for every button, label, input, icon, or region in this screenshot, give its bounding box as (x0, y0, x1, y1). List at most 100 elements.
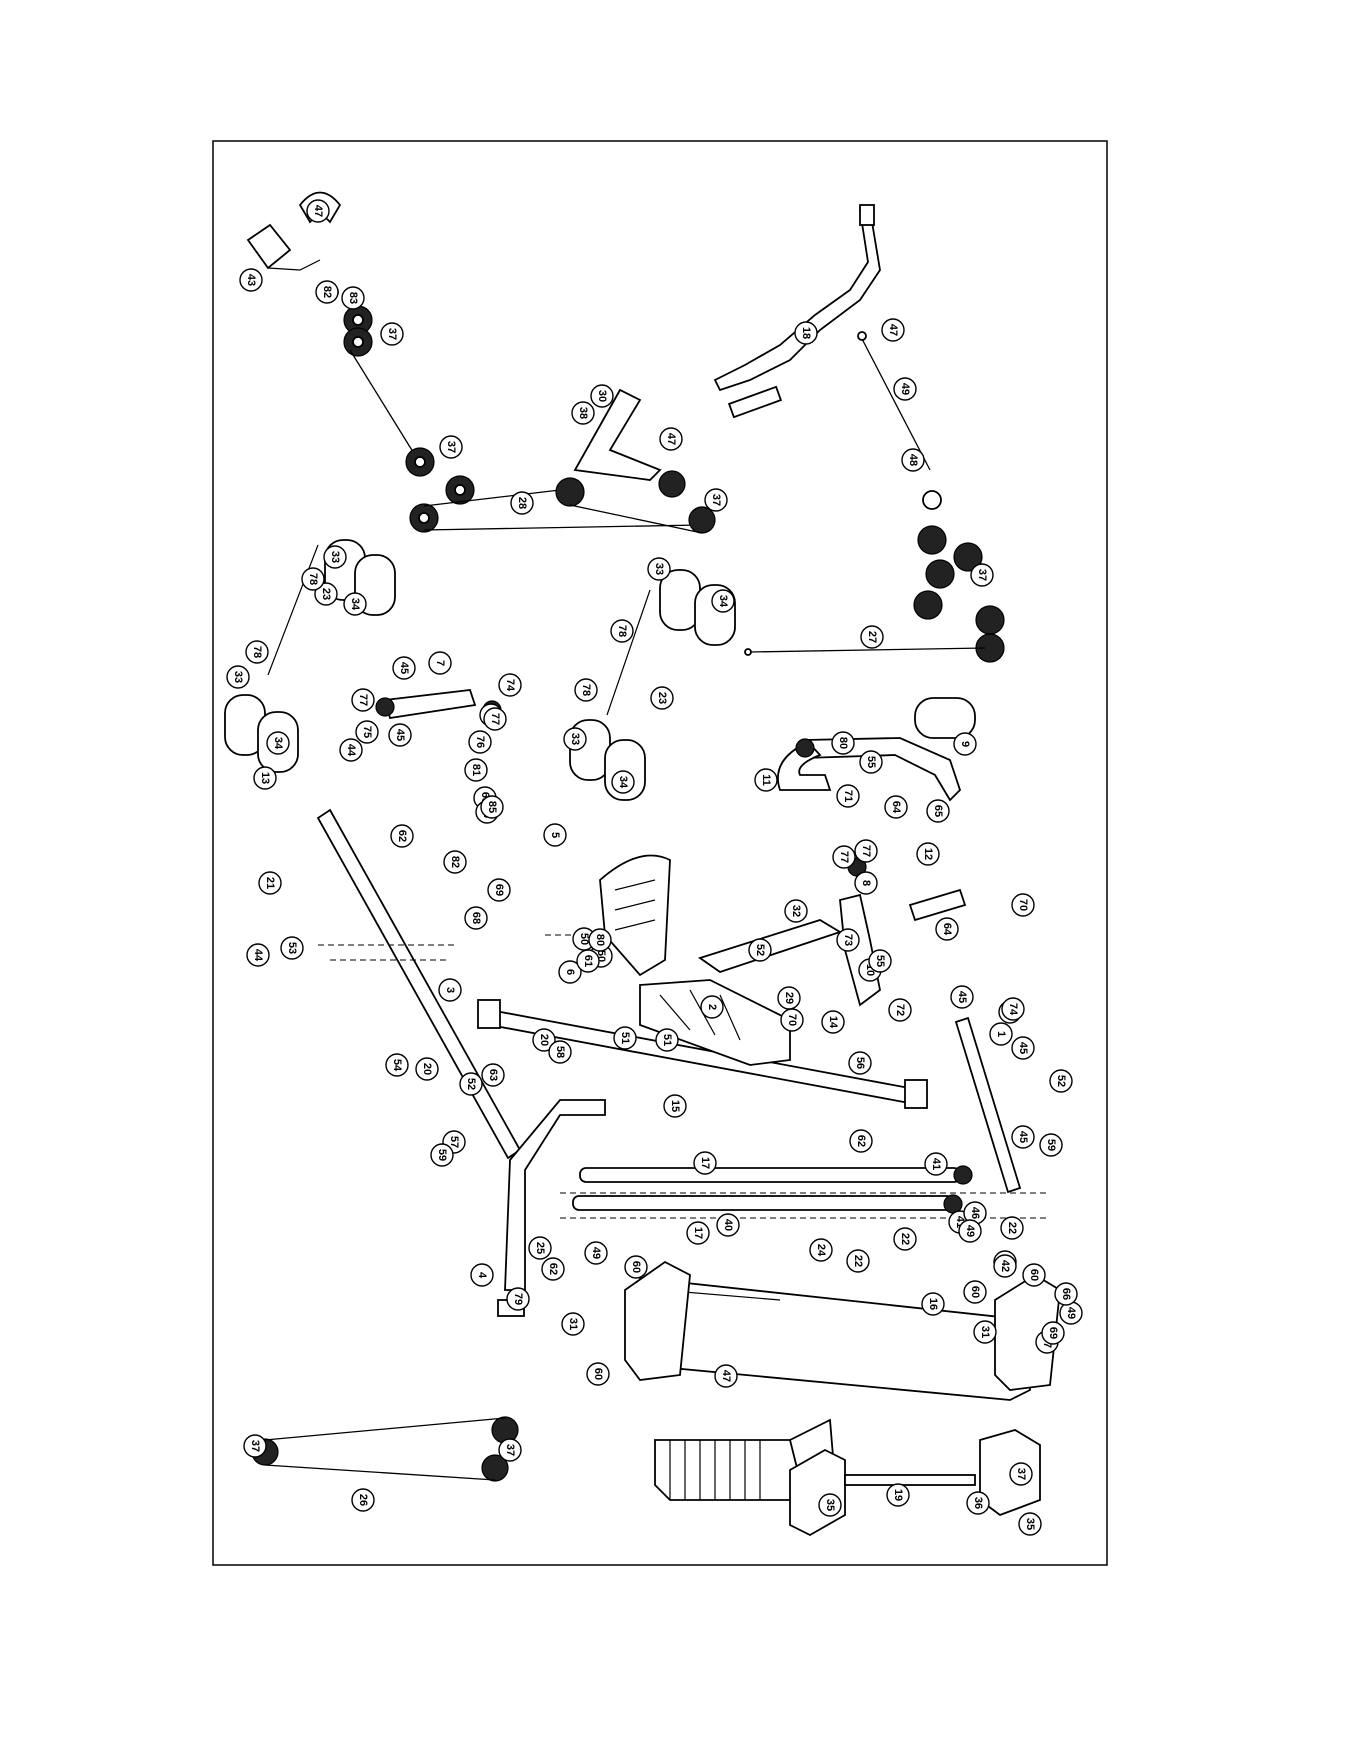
callout-number: 2 (706, 1004, 718, 1010)
callout-number: 51 (661, 1034, 673, 1046)
callout-49: 49 (958, 1219, 982, 1243)
callout-81: 81 (464, 758, 488, 782)
callout-circle (832, 845, 856, 869)
callout-circle (226, 665, 250, 689)
callout-number: 30 (596, 390, 608, 402)
callout-number: 37 (249, 1440, 261, 1452)
callout-58: 58 (548, 1040, 572, 1064)
callout-circle (253, 766, 277, 790)
callout-40: 40 (716, 1213, 740, 1237)
callout-circle (351, 688, 375, 712)
callout-number: 51 (619, 1032, 631, 1044)
callout-circle (392, 656, 416, 680)
callout-37: 37 (380, 322, 404, 346)
callout-number: 62 (547, 1263, 559, 1275)
callout-circle (586, 1362, 610, 1386)
callout-number: 65 (932, 805, 944, 817)
callout-number: 21 (264, 877, 276, 889)
callout-47: 47 (881, 318, 905, 342)
callout-49: 49 (893, 377, 917, 401)
callout-22: 22 (1000, 1216, 1024, 1240)
callout-59: 59 (1039, 1133, 1063, 1157)
callout-number: 12 (922, 848, 934, 860)
callout-number: 73 (842, 934, 854, 946)
callout-circle (548, 1040, 572, 1064)
callout-68: 68 (464, 906, 488, 930)
callout-14: 14 (821, 1010, 845, 1034)
callout-number: 64 (941, 923, 953, 936)
callout-78: 78 (301, 567, 325, 591)
callout-78: 78 (245, 640, 269, 664)
callout-number: 15 (669, 1100, 681, 1112)
callout-number: 58 (554, 1046, 566, 1058)
callout-circle (468, 730, 492, 754)
callout-circle (1018, 1512, 1042, 1536)
callout-circle (794, 321, 818, 345)
callout-circle (588, 928, 612, 952)
callout-number: 78 (307, 573, 319, 585)
callout-60: 60 (963, 1280, 987, 1304)
callout-circle (314, 582, 338, 606)
callout-4: 4 (470, 1263, 494, 1287)
callout-45: 45 (392, 656, 416, 680)
callout-circle (921, 1292, 945, 1316)
callout-number: 36 (972, 1497, 984, 1509)
callout-17: 17 (686, 1221, 710, 1245)
callout-circle (459, 1072, 483, 1096)
callout-19: 19 (886, 1483, 910, 1507)
callout-number: 17 (699, 1157, 711, 1169)
cable-bracket-38 (555, 388, 716, 534)
callout-number: 19 (892, 1489, 904, 1501)
callout-circle (958, 1219, 982, 1243)
callout-number: 78 (580, 684, 592, 696)
callout-circle (258, 871, 282, 895)
callout-circle (415, 1057, 439, 1081)
callout-number: 45 (956, 991, 968, 1003)
callout-number: 37 (504, 1444, 516, 1456)
callout-number: 33 (653, 563, 665, 575)
callout-number: 13 (259, 772, 271, 784)
callout-circle (561, 1312, 585, 1336)
callout-74: 74 (1001, 997, 1025, 1021)
callout-circle (693, 1151, 717, 1175)
callout-circle (343, 592, 367, 616)
callout-number: 11 (760, 774, 772, 786)
callout-number: 44 (345, 744, 357, 757)
callout-45: 45 (950, 985, 974, 1009)
callout-23: 23 (650, 686, 674, 710)
callout-12: 12 (916, 842, 940, 866)
callout-number: 40 (722, 1219, 734, 1231)
callout-number: 66 (1060, 1288, 1072, 1300)
callout-circle (881, 318, 905, 342)
callout-number: 9 (959, 741, 971, 747)
callout-15: 15 (663, 1094, 687, 1118)
callout-80: 80 (831, 731, 855, 755)
callout-number: 34 (349, 598, 361, 611)
callout-circle (659, 427, 683, 451)
callout-circle (558, 960, 582, 984)
callout-circle (716, 1213, 740, 1237)
callout-60: 60 (624, 1255, 648, 1279)
callout-circle (280, 936, 304, 960)
callout-number: 76 (474, 736, 486, 748)
callout-circle (836, 784, 860, 808)
callout-circle (351, 1488, 375, 1512)
callout-60: 60 (1022, 1263, 1046, 1287)
callout-46: 46 (963, 1201, 987, 1225)
callout-number: 37 (386, 328, 398, 340)
callout-number: 80 (594, 934, 606, 946)
callout-circle (893, 1227, 917, 1251)
callout-number: 59 (436, 1149, 448, 1161)
callout-circle (831, 731, 855, 755)
callout-66: 66 (1054, 1282, 1078, 1306)
upright-1 (954, 1016, 1022, 1194)
callout-number: 34 (272, 737, 284, 750)
callout-circle (498, 673, 522, 697)
callout-number: 62 (855, 1135, 867, 1147)
callout-44: 44 (339, 738, 363, 762)
callout-62: 62 (849, 1129, 873, 1153)
callout-circle (1054, 1282, 1078, 1306)
callout-circle (388, 723, 412, 747)
callout-circle (576, 949, 600, 973)
callout-47: 47 (714, 1364, 738, 1388)
